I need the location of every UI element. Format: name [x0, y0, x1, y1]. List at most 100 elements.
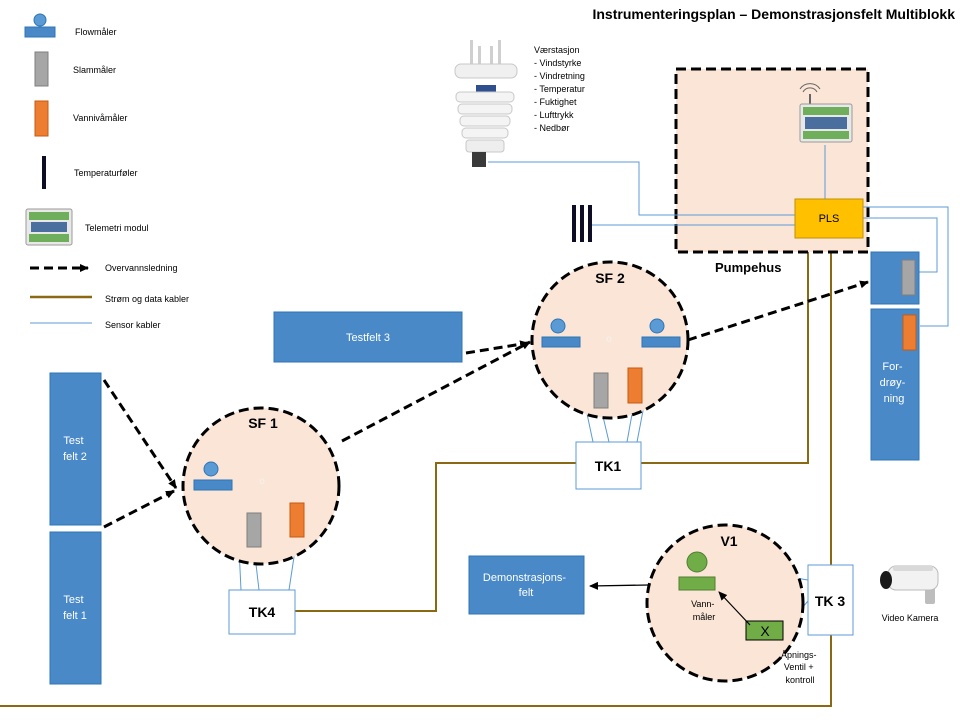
- flowmeter-icon-base: [24, 26, 56, 38]
- legend-telemetri: Telemetri modul: [25, 208, 149, 246]
- testfelt3-box: [273, 311, 463, 363]
- sludge-meter-icon: [34, 51, 49, 87]
- water-level-meter-icon: [34, 100, 49, 137]
- legend-flowmaler-label: Flowmåler: [75, 27, 117, 37]
- temperature-sensor-icon: [588, 205, 592, 242]
- node-v1: V1 Vann- måler X: [645, 523, 805, 683]
- tk1-box: [575, 441, 642, 490]
- stormwater-lines: [102, 280, 869, 529]
- power-cable-tk4-tk1: [295, 462, 576, 612]
- field-testfelt2: Test felt 2: [49, 372, 102, 526]
- valve-caption: Åpnings- Ventil + kontroll: [781, 650, 819, 685]
- stormwater-sf2-fordroyning: [687, 280, 869, 342]
- pls-label: PLS: [819, 213, 840, 225]
- box-tk4: TK4: [228, 589, 296, 635]
- legend-overvann: Overvannsledning: [30, 263, 178, 273]
- valve-control: [745, 620, 784, 641]
- flowmeter-icon-base: [641, 336, 681, 348]
- node-sf2-label: SF 2: [595, 270, 625, 286]
- video-camera: Video Kamera: [880, 565, 939, 623]
- field-fordroyning: For- drøy- ning: [870, 251, 920, 461]
- legend-overvann-label: Overvannsledning: [105, 263, 178, 273]
- sensor-cable-weather: [488, 161, 795, 216]
- tk3-box: [807, 564, 854, 636]
- sludge-meter-icon: [246, 512, 262, 548]
- demonstrasjonsfelt-box: [468, 555, 585, 615]
- water-meter-label: Vann- måler: [691, 599, 717, 622]
- legend-vannivamaler: Vannivåmåler: [34, 100, 127, 137]
- flowmeter-icon: [550, 318, 566, 334]
- stormwater-testfelt1-sf1: [103, 489, 175, 529]
- sludge-meter-icon: [901, 259, 916, 296]
- node-sf1-o: o: [259, 476, 265, 487]
- testfelt2-box: [49, 372, 102, 526]
- box-tk1: TK1: [575, 441, 642, 490]
- outflow-arrow-demonstrasjonsfelt: [589, 581, 649, 590]
- valve-x-label: X: [760, 623, 770, 639]
- legend-strom: Strøm og data kabler: [30, 294, 189, 304]
- sensor-cable-fordroyning-orange: [863, 206, 949, 327]
- pls-controller: [794, 198, 864, 239]
- legend-sensor-label: Sensor kabler: [105, 320, 161, 330]
- water-level-meter-icon: [627, 367, 643, 404]
- flowmeter-icon-base: [193, 479, 233, 491]
- flowmeter-icon-base: [541, 336, 581, 348]
- legend: Flowmåler Slammåler Vannivåmåler Tempera…: [24, 13, 189, 330]
- legend-sensor: Sensor kabler: [30, 320, 161, 330]
- power-cables: [0, 238, 832, 707]
- water-level-meter-icon: [902, 314, 917, 351]
- temperature-sensor-icon: [42, 156, 46, 189]
- temperature-sensor-icon: [572, 205, 576, 242]
- legend-temperaturfoler: Temperaturføler: [42, 156, 138, 189]
- weather-station: Værstasjon - Vindstyrke - Vindretning - …: [454, 40, 585, 167]
- flowmeter-icon: [203, 461, 219, 477]
- fordroyning-label: For- drøy- ning: [880, 361, 909, 405]
- node-v1-outline: [645, 523, 805, 683]
- weather-item: - Fuktighet: [534, 97, 577, 107]
- flowmeter-icon: [649, 318, 665, 334]
- weather-item: - Temperatur: [534, 84, 585, 94]
- temperature-sensors: [572, 205, 592, 242]
- testfelt2-label: Test felt 2: [63, 435, 87, 463]
- legend-strom-label: Strøm og data kabler: [105, 294, 189, 304]
- testfelt1-box: [49, 531, 102, 685]
- telemetry-module-icon: [25, 208, 73, 246]
- valve-arrow: [718, 591, 751, 626]
- legend-telemetri-label: Telemetri modul: [85, 223, 149, 233]
- water-meter-icon: [686, 551, 708, 573]
- flowmeter-icon: [33, 13, 47, 27]
- testfelt1-label: Test felt 1: [63, 594, 87, 622]
- tk4-box: [228, 589, 296, 635]
- weather-item: - Lufttrykk: [534, 110, 574, 120]
- box-tk3: TK 3: [807, 564, 854, 636]
- pumphouse-label: Pumpehus: [715, 260, 781, 275]
- telemetry-module-icon: [799, 83, 853, 143]
- sensor-cable-fordroyning-gray: [863, 217, 938, 273]
- tk4-label: TK4: [249, 604, 276, 620]
- node-sf2: SF 2 o: [530, 260, 690, 420]
- legend-slammaler-label: Slammåler: [73, 65, 116, 75]
- power-cable-tk1-pls: [641, 238, 809, 464]
- water-level-meter-icon: [289, 502, 305, 538]
- demonstrasjonsfelt-label: Demonstrasjons- felt: [483, 572, 569, 599]
- field-demonstrasjonsfelt: Demonstrasjons- felt: [468, 555, 585, 615]
- video-camera-label: Video Kamera: [882, 613, 939, 623]
- legend-flowmaler: Flowmåler: [24, 13, 117, 38]
- pumphouse: Pumpehus PLS: [674, 67, 870, 275]
- node-sf1-label: SF 1: [248, 415, 278, 431]
- legend-temperaturfoler-label: Temperaturføler: [74, 168, 138, 178]
- node-v1-label: V1: [720, 533, 737, 549]
- video-camera-icon: [880, 565, 939, 604]
- power-cable-tk3-bottom: [0, 635, 832, 707]
- field-testfelt3: Testfelt 3: [273, 311, 463, 363]
- stormwater-testfelt3-sf2: [465, 340, 529, 355]
- diagram-title: Instrumenteringsplan – Demonstrasjonsfel…: [592, 6, 955, 22]
- weather-item: - Vindstyrke: [534, 58, 581, 68]
- tk3-label: TK 3: [815, 593, 846, 609]
- weather-item: - Vindretning: [534, 71, 585, 81]
- field-testfelt1: Test felt 1: [49, 531, 102, 685]
- stormwater-testfelt2-sf1: [102, 379, 178, 489]
- node-sf1: SF 1 o: [181, 406, 341, 566]
- water-meter-icon-base: [678, 576, 716, 591]
